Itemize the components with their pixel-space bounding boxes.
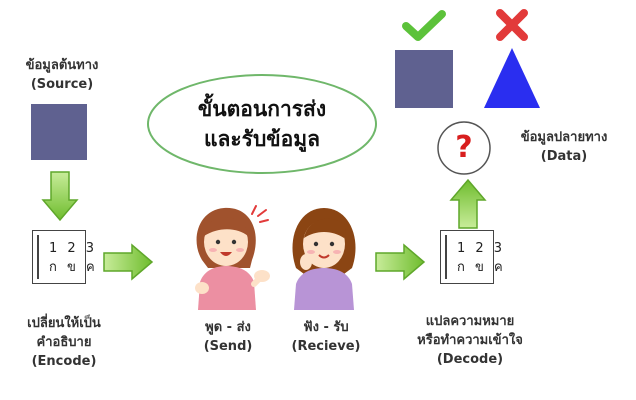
listener-girl-icon — [292, 208, 356, 310]
encode-card-letters: ก ข ค — [49, 260, 98, 275]
source-square — [31, 104, 87, 160]
receive-label-en: (Recieve) — [291, 339, 361, 354]
check-icon — [402, 10, 446, 41]
decode-card-letters: ก ข ค — [457, 260, 506, 275]
source-label-en: (Source) — [30, 77, 94, 92]
title-line-2: และรับข้อมูล — [204, 127, 320, 151]
send-label: พูด - ส่ง (Send) — [180, 318, 276, 356]
send-label-en: (Send) — [203, 339, 253, 354]
right-arrow-icon-2 — [375, 243, 426, 281]
source-label: ข้อมูลต้นทาง (Source) — [2, 56, 122, 94]
question-circle — [437, 121, 491, 175]
decode-card: 1 2 3 ก ข ค — [440, 230, 503, 284]
title-text: ขั้นตอนการส่ง และรับข้อมูล — [160, 94, 364, 154]
decode-label-en: (Decode) — [436, 352, 504, 367]
decode-label-th-1: แปลความหมาย — [425, 314, 515, 329]
speaker-girl-icon — [195, 207, 270, 310]
decode-label-th-2: หรือทำความเข้าใจ — [417, 333, 523, 348]
data-square — [395, 50, 453, 108]
title-line-1: ขั้นตอนการส่ง — [197, 97, 327, 121]
encode-label-en: (Encode) — [31, 354, 97, 369]
decode-label: แปลความหมาย หรือทำความเข้าใจ (Decode) — [390, 312, 550, 369]
receive-label: ฟัง - รับ (Recieve) — [278, 318, 374, 356]
cross-icon — [496, 9, 528, 41]
data-label: ข้อมูลปลายทาง (Data) — [496, 128, 632, 166]
encode-label: เปลี่ยนให้เป็น คำอธิบาย (Encode) — [2, 314, 126, 371]
down-arrow-icon — [41, 171, 79, 222]
source-label-th: ข้อมูลต้นทาง — [25, 58, 99, 73]
data-label-en: (Data) — [540, 149, 588, 164]
send-label-th: พูด - ส่ง — [205, 320, 251, 335]
encode-card-digits: 1 2 3 — [49, 241, 98, 256]
encode-card-bar — [37, 235, 39, 279]
encode-label-th-2: คำอธิบาย — [36, 335, 92, 350]
right-arrow-icon-1 — [103, 243, 154, 281]
receive-label-th: ฟัง - รับ — [303, 320, 349, 335]
encode-label-th-1: เปลี่ยนให้เป็น — [27, 316, 101, 331]
up-arrow-icon — [449, 178, 487, 229]
question-mark-icon: ? — [455, 130, 473, 165]
decode-card-bar — [445, 235, 447, 279]
data-label-th: ข้อมูลปลายทาง — [520, 130, 608, 145]
decode-card-digits: 1 2 3 — [457, 241, 506, 256]
encode-card: 1 2 3 ก ข ค — [32, 230, 95, 284]
data-triangle — [484, 48, 540, 108]
speech-burst-icon — [251, 205, 269, 223]
